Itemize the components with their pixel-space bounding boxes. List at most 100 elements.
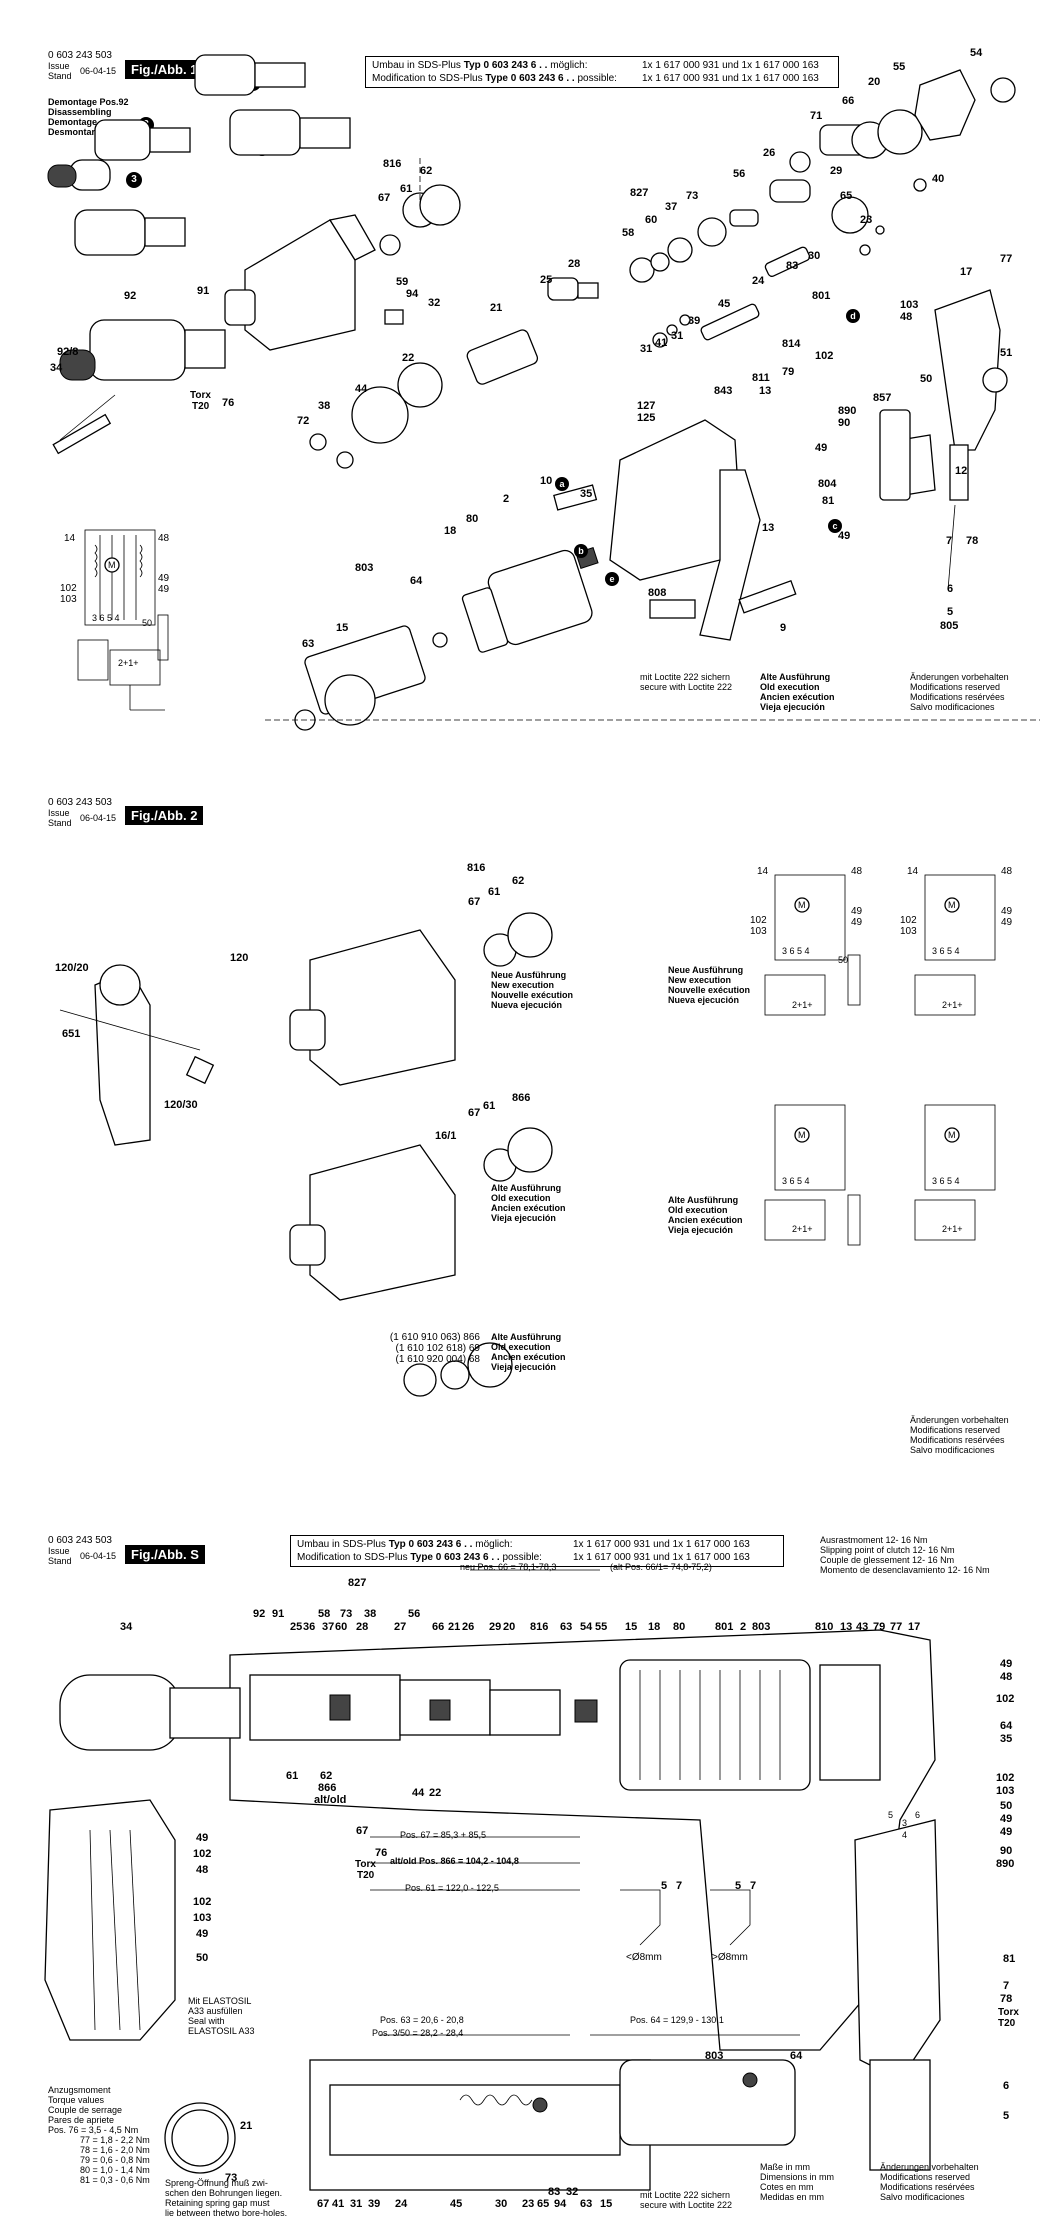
- label-65: 65: [840, 190, 853, 202]
- spindle-drawing: [309, 329, 539, 469]
- schem-motor: M: [108, 560, 116, 570]
- label-76: 76: [222, 397, 235, 409]
- schem3-label-102: 102: [900, 915, 917, 926]
- s-label-827: 827: [348, 1577, 367, 1589]
- label-30: 30: [808, 250, 821, 262]
- mod-line1-type: Typ 0 603 243 6 . .: [463, 60, 548, 71]
- modification-box: Umbau in SDS-Plus Typ 0 603 243 6 . . mö…: [365, 56, 839, 88]
- s-label-77: 77: [890, 1621, 903, 1633]
- s-label-49a: 49: [1000, 1658, 1013, 1670]
- s-label-61: 61: [286, 1770, 299, 1782]
- h-label-102a: 102: [193, 1848, 212, 1860]
- issue-date-2: 06-04-15: [80, 813, 117, 823]
- s-label-34: 34: [120, 1621, 133, 1633]
- label-843: 843: [714, 385, 733, 397]
- motor-housing-drawing: [553, 419, 797, 641]
- h-label-50: 50: [196, 1952, 209, 1964]
- slip-torque-note: Ausrastmoment 12- 16 Nm Slipping point o…: [820, 1535, 990, 1575]
- label-814: 814: [782, 338, 801, 350]
- s-label-5: 5: [1003, 2110, 1010, 2122]
- figure-label-2: Fig./Abb. 2: [125, 806, 204, 825]
- s-label-44: 44: [412, 1787, 425, 1799]
- schem4-switch: 2+1+: [792, 1224, 813, 1234]
- mod3-line2-parts: 1x 1 617 000 931 und 1x 1 617 000 163: [573, 1552, 750, 1563]
- b-label-45: 45: [450, 2198, 463, 2210]
- schem3-label-48: 48: [1001, 866, 1013, 877]
- mod-line1-parts: 1x 1 617 000 931 und 1x 1 617 000 163: [642, 60, 819, 71]
- label-6: 6: [947, 583, 954, 595]
- spring-note: Spreng-Öffnung muß zwi- schen den Bohrun…: [165, 2178, 288, 2218]
- label-26: 26: [763, 147, 776, 159]
- label-13a: 13: [759, 385, 772, 397]
- label-32: 32: [428, 297, 441, 309]
- torx-label: Torx: [190, 390, 211, 401]
- h-label-48: 48: [196, 1864, 209, 1876]
- label-67: 67: [378, 192, 391, 204]
- s-label-92: 92: [253, 1608, 266, 1620]
- stand-label-2: Stand: [48, 818, 72, 828]
- label-25: 25: [540, 274, 553, 286]
- label-64: 64: [410, 575, 423, 587]
- b-label-67: 67: [317, 2198, 330, 2210]
- step-3-badge: 3: [126, 172, 142, 188]
- s-label-20: 20: [503, 1621, 516, 1633]
- bore-label-7a: 7: [676, 1880, 683, 1892]
- s-label-28: 28: [356, 1621, 369, 1633]
- schem2-switch: 2+1+: [792, 1000, 813, 1010]
- fig1-drawing: [47, 54, 1040, 731]
- schem3-terminals: 3 6 5 4: [932, 946, 960, 956]
- label-34: 34: [50, 362, 63, 374]
- s-label-2: 2: [740, 1621, 747, 1633]
- label-7: 7: [946, 535, 953, 547]
- bore-small-label: <Ø8mm: [626, 1952, 662, 1963]
- doc-number: 0 603 243 503: [48, 50, 112, 61]
- loctite-note-3: mit Loctite 222 sichern secure with Loct…: [640, 2190, 733, 2210]
- wire-e-badge: e: [605, 572, 619, 586]
- mod-line1-pre: Umbau in SDS-Plus: [372, 60, 464, 71]
- label-120-20: 120/20: [55, 962, 89, 974]
- mod-line2-type: Type 0 603 243 6 . .: [485, 73, 575, 84]
- label-22: 22: [402, 352, 415, 364]
- schem4-terminals: 3 6 5 4: [782, 1176, 810, 1186]
- schem-label-49a: 49: [158, 573, 170, 584]
- old-execution-note-3: Alte Ausführung Old execution Ancien exé…: [491, 1332, 566, 1372]
- s-label-43: 43: [856, 1621, 869, 1633]
- dim-pos-66-old: (alt Pos. 66/1= 74,8-75,2): [610, 1562, 712, 1572]
- label-24: 24: [752, 275, 765, 287]
- schem-label-14: 14: [64, 533, 76, 544]
- schem3-label-49b: 49: [1001, 917, 1013, 928]
- label-61: 61: [400, 183, 413, 195]
- s-label-21: 21: [448, 1621, 461, 1633]
- s-label-890: 890: [996, 1858, 1015, 1870]
- s-label-76: 76: [375, 1847, 388, 1859]
- h-label-102b: 102: [193, 1896, 212, 1908]
- bore-label-5a: 5: [661, 1880, 668, 1892]
- label-10: 10: [540, 475, 553, 487]
- label-31a: 31: [640, 343, 653, 355]
- s-label-55: 55: [595, 1621, 608, 1633]
- label-102: 102: [815, 350, 834, 362]
- label-15: 15: [336, 622, 349, 634]
- s-label-25: 25: [290, 1621, 303, 1633]
- s-schem-3: 3: [902, 1818, 908, 1828]
- label-16-1: 16/1: [435, 1130, 457, 1142]
- label-92-8: 92/8: [57, 346, 79, 358]
- bore-large-label: >Ø8mm: [712, 1952, 748, 1963]
- s-right-torx-label: Torx: [998, 2007, 1019, 2018]
- label-801: 801: [812, 290, 831, 302]
- issue-label-2: Issue: [48, 808, 70, 818]
- schem5-terminals: 3 6 5 4: [932, 1176, 960, 1186]
- s-schem-4: 4: [902, 1830, 908, 1840]
- mod-line2-post: possible:: [574, 73, 617, 84]
- reserved-note: Änderungen vorbehalten Modifications res…: [910, 672, 1009, 712]
- issue-date-3: 06-04-15: [80, 1551, 117, 1561]
- schem2-label-103: 103: [750, 926, 767, 937]
- schem-label-49b: 49: [158, 584, 170, 595]
- label-72: 72: [297, 415, 310, 427]
- s-label-90: 90: [1000, 1845, 1013, 1857]
- old-execution-note: Alte Ausführung Old execution Ancien exé…: [760, 672, 835, 712]
- label-816: 816: [383, 158, 402, 170]
- s-label-103: 103: [996, 1785, 1015, 1797]
- label-80: 80: [466, 513, 479, 525]
